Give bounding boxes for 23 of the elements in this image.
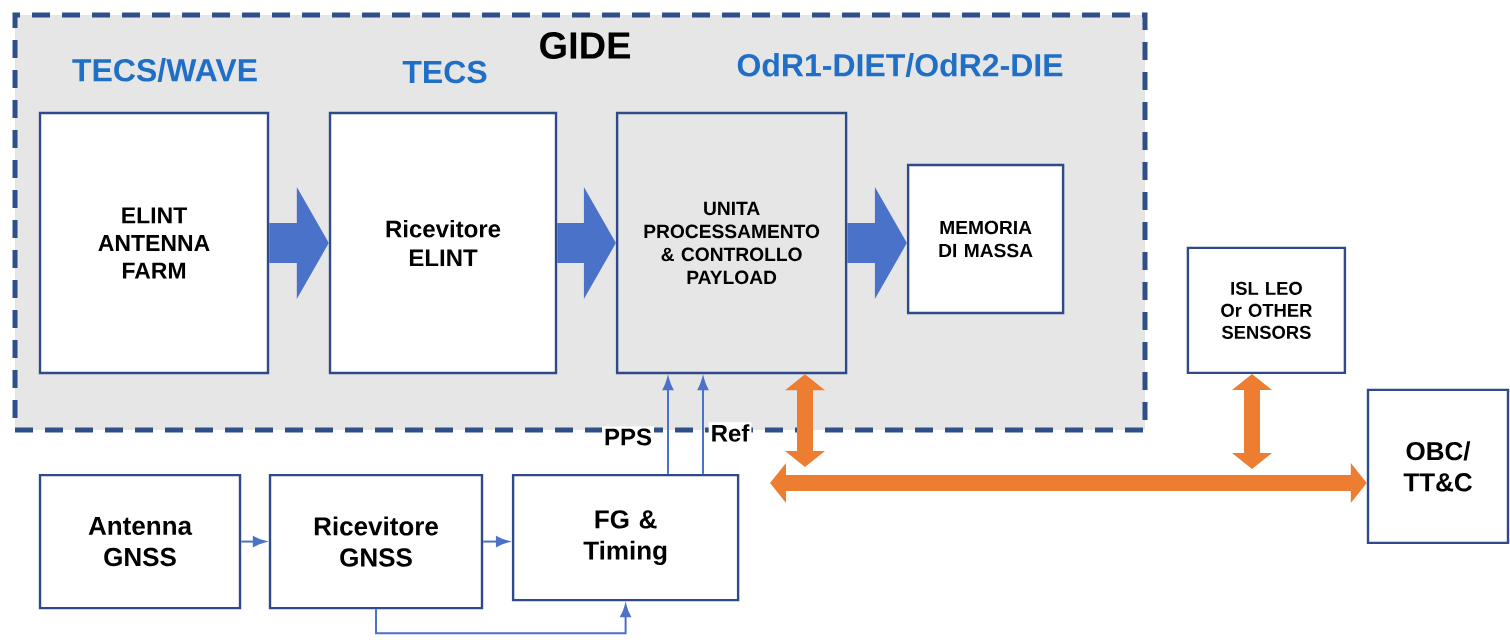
heading-label: TECS/WAVE — [72, 58, 257, 82]
arrow — [375, 604, 631, 635]
process-box: FG & Timing — [511, 473, 740, 602]
arrow — [697, 377, 709, 475]
block-arrow — [557, 187, 616, 299]
process-box: MEMORIA DI MASSA — [906, 163, 1065, 315]
heading-label: TECS — [402, 60, 487, 84]
heading-label: OdR1-DIET/OdR2-DIE — [737, 53, 1063, 77]
bus-arrow — [1232, 374, 1272, 469]
edge-label: PPS — [602, 426, 654, 448]
bus-arrow — [785, 374, 825, 467]
process-box: Ricevitore GNSS — [268, 473, 484, 610]
process-box: Ricevitore ELINT — [328, 111, 558, 375]
arrow — [662, 377, 674, 475]
edge-label: Ref — [708, 422, 752, 444]
block-arrow — [269, 187, 329, 299]
block-arrow — [847, 187, 907, 299]
process-box: ELINT ANTENNA FARM — [38, 111, 270, 375]
process-box: ISL LEO Or OTHER SENSORS — [1186, 246, 1347, 375]
bus-arrow — [770, 463, 1367, 503]
process-box: OBC/ TT&C — [1366, 388, 1510, 545]
process-box: Antenna GNSS — [38, 473, 242, 610]
process-box: UNITA PROCESSAMENTO & CONTROLLO PAYLOAD — [615, 111, 848, 375]
